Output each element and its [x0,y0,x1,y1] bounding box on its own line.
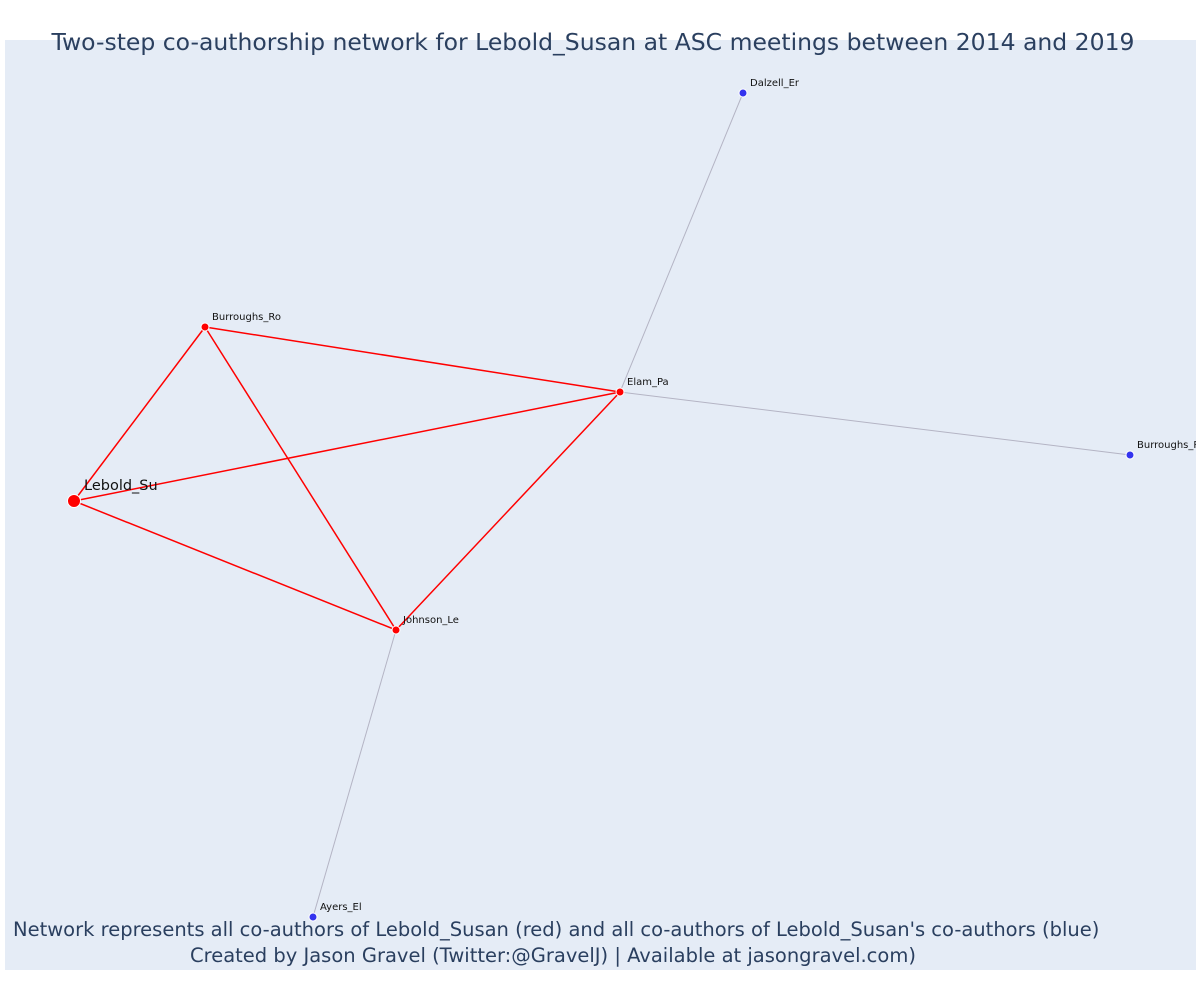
plot-background [5,40,1196,970]
node-burroughs_ro[interactable]: Burroughs_Ro [200,312,281,332]
node-label-burroughs_r: Burroughs_R [1137,440,1200,451]
edges-layer [73,92,1131,918]
node-marker-johnson[interactable] [391,625,401,635]
node-marker-ayers[interactable] [308,912,318,922]
node-johnson[interactable]: Johnson_Le [391,615,459,635]
node-lebold[interactable]: Lebold_Su [67,478,158,508]
edge-elam-burroughs_r [619,391,1131,456]
node-label-dalzell: Dalzell_Er [750,78,800,89]
node-marker-dalzell[interactable] [738,88,748,98]
node-label-elam: Elam_Pa [627,377,669,388]
network-caption: Network represents all co-authors of Leb… [13,918,1100,941]
node-label-lebold: Lebold_Su [84,478,158,494]
node-marker-elam[interactable] [615,387,625,397]
edge-burroughs_ro-elam [204,326,621,393]
node-elam[interactable]: Elam_Pa [615,377,669,397]
edge-burroughs_ro-johnson [204,326,397,631]
node-burroughs_r[interactable]: Burroughs_R [1125,440,1200,460]
edge-lebold-burroughs_ro [73,326,206,502]
node-marker-burroughs_ro[interactable] [200,322,210,332]
edge-johnson-ayers [312,629,397,918]
chart-title: Two-step co-authorship network for Lebol… [51,28,1135,56]
node-label-burroughs_ro: Burroughs_Ro [212,312,281,323]
node-label-ayers: Ayers_El [320,902,362,913]
node-ayers[interactable]: Ayers_El [308,902,362,922]
node-dalzell[interactable]: Dalzell_Er [738,78,800,98]
edge-lebold-johnson [73,500,397,631]
credit-caption: Created by Jason Gravel (Twitter:@Gravel… [190,944,916,967]
edge-elam-dalzell [619,92,744,393]
edge-lebold-elam [73,391,621,502]
edge-elam-johnson [395,391,621,631]
node-label-johnson: Johnson_Le [402,615,459,626]
node-marker-burroughs_r[interactable] [1125,450,1135,460]
node-marker-lebold[interactable] [67,494,81,508]
